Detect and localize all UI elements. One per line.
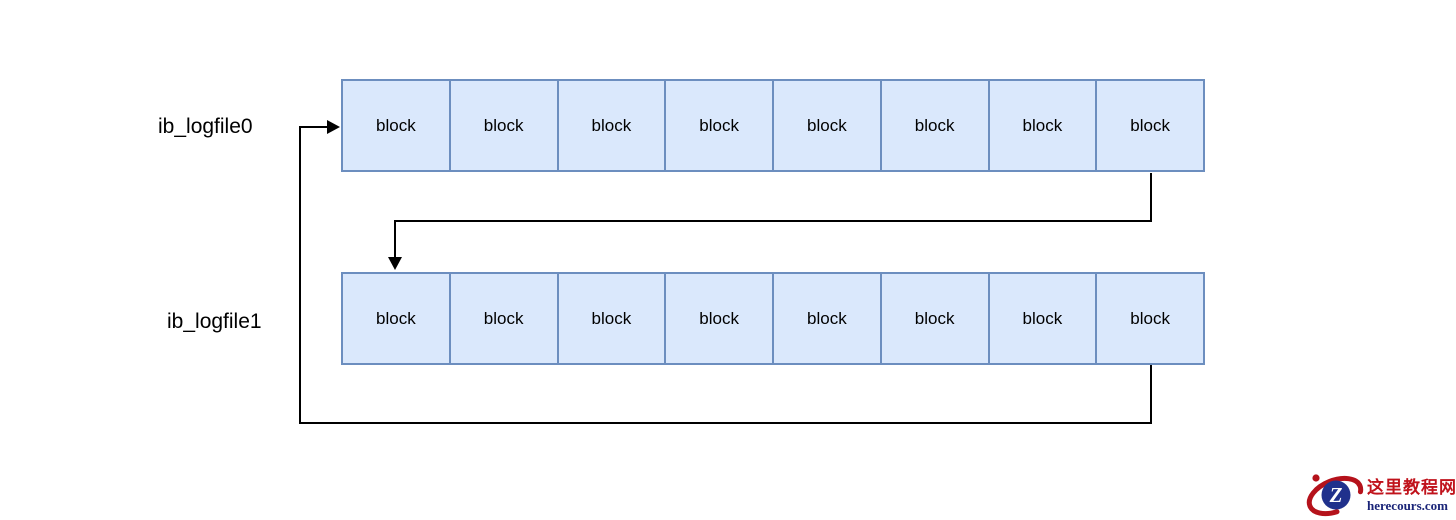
watermark-domain: herecours.com [1367, 498, 1448, 513]
label-ib-logfile1: ib_logfile1 [167, 310, 262, 333]
label-ib-logfile0: ib_logfile0 [158, 115, 253, 138]
block-cell: block [1097, 81, 1203, 170]
block-cell: block [343, 274, 451, 363]
watermark-logo: Z 这里教程网 herecours.com [1305, 471, 1456, 520]
block-cell: block [450, 274, 559, 363]
block-cell: block [343, 81, 451, 170]
logfile0-block-row: block block block block block block bloc… [341, 79, 1205, 172]
block-cell: block [558, 274, 667, 363]
block-cell: block [774, 81, 882, 170]
logfile1-block-row: block block block block block block bloc… [341, 272, 1205, 365]
block-cell: block [881, 81, 990, 170]
connector-logfile0-to-logfile1 [394, 173, 1152, 258]
block-cell: block [881, 274, 990, 363]
block-cell: block [774, 274, 882, 363]
block-cell: block [450, 81, 559, 170]
block-cell: block [666, 81, 774, 170]
watermark-title: 这里教程网 [1367, 478, 1456, 497]
arrowhead-into-logfile1 [388, 257, 402, 270]
block-cell: block [666, 274, 774, 363]
arrowhead-into-logfile0 [327, 120, 340, 134]
block-cell: block [989, 274, 1098, 363]
block-cell: block [989, 81, 1098, 170]
watermark-letter: Z [1329, 483, 1343, 507]
watermark-orbit-z-icon: Z [1306, 474, 1364, 517]
block-cell: block [558, 81, 667, 170]
block-cell: block [1097, 274, 1203, 363]
watermark-text: 这里教程网 herecours.com [1367, 478, 1456, 513]
